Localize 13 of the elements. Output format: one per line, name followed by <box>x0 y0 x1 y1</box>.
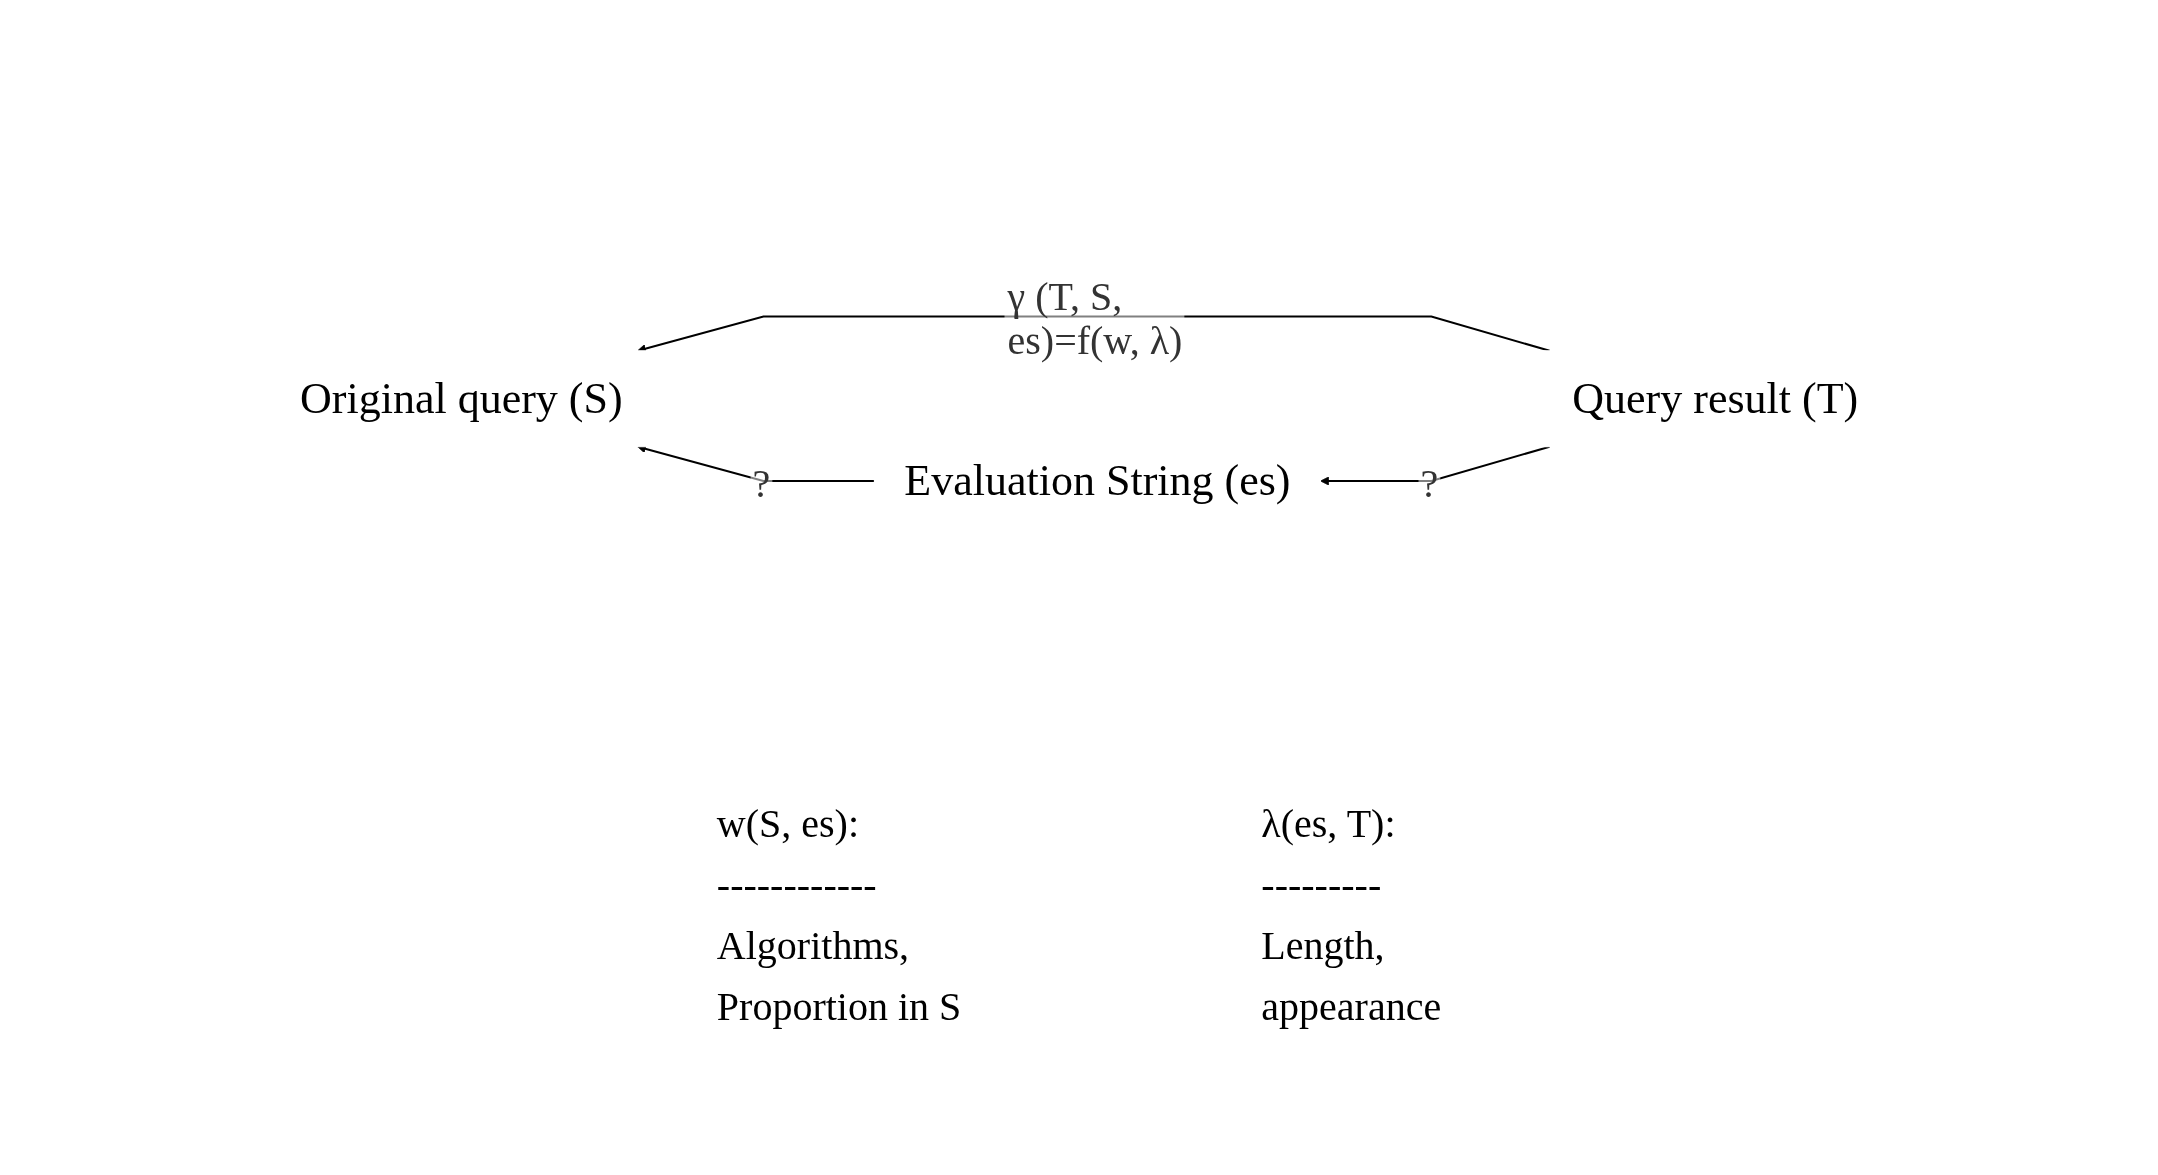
note-text: λ(es, T): <box>1261 800 1397 847</box>
note-text: w(S, es): <box>716 800 861 847</box>
note-text: Proportion in S <box>716 983 962 1030</box>
arrow <box>1320 445 1551 485</box>
note-text: --------- <box>1261 861 1383 908</box>
note-text: Length, <box>1261 922 1386 969</box>
edge-label: γ (T, S, es)=f(w, λ) <box>1007 273 1183 363</box>
node-text: Original query (S) <box>299 373 623 423</box>
note-text: appearance <box>1261 983 1442 1030</box>
node-text: Query result (T) <box>1572 373 1859 423</box>
note-text: ------------ <box>716 861 878 908</box>
note-text: Algorithms, <box>716 922 911 969</box>
node-text: Evaluation String (es) <box>904 455 1291 505</box>
